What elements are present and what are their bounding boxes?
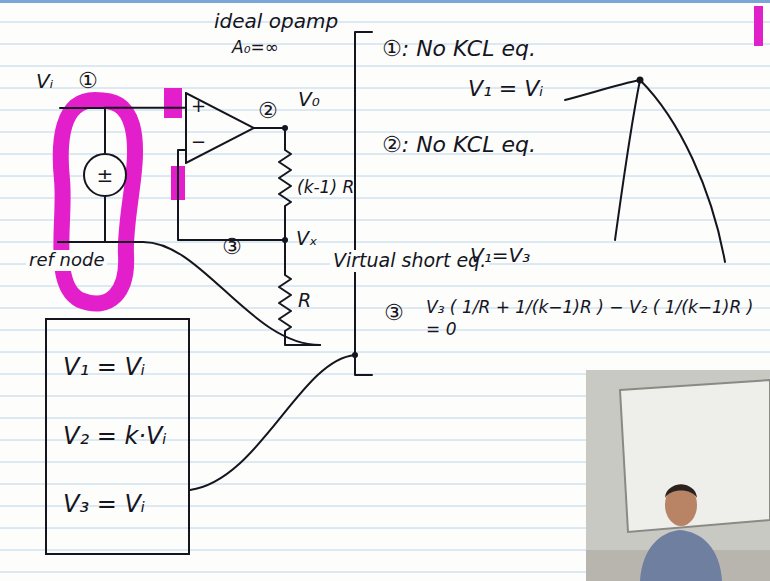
gain-note: A₀=∞ xyxy=(232,38,279,58)
result-equation: V₂ = k·Vᵢ xyxy=(63,423,172,451)
input-sign: + xyxy=(191,96,206,117)
voltage-source: ± xyxy=(83,153,127,197)
wire xyxy=(105,108,185,153)
reference-node-label: ref node xyxy=(26,250,107,271)
node-number: ③ xyxy=(222,234,242,259)
note-text: ②: No KCL eq. xyxy=(382,132,536,157)
resistor-value: (k-1) R xyxy=(297,178,354,198)
source-sign: ± xyxy=(97,164,114,187)
node-number: ① xyxy=(78,68,98,93)
signal-name: V₀ xyxy=(298,88,320,111)
result-equation: V₃ = Vᵢ xyxy=(63,491,172,519)
signal-name: Vₓ xyxy=(296,228,317,250)
equation-text: V₃ ( 1/R + 1/(k−1)R ) − V₂ ( 1/(k−1)R ) … xyxy=(426,296,761,340)
note-text: Virtual short eq. xyxy=(330,250,489,272)
opamp-symbol: +− xyxy=(185,92,255,164)
heading-note: ideal opamp xyxy=(214,10,338,33)
equation-text: V₁=V₃ xyxy=(470,244,530,267)
signal-name: Vᵢ xyxy=(36,70,53,93)
note-text: ①: No KCL eq. xyxy=(382,36,536,61)
node-number: ② xyxy=(258,98,278,123)
video-inset xyxy=(586,370,770,581)
input-sign: − xyxy=(191,132,206,153)
node-number: ③ xyxy=(384,300,404,325)
result-box: V₁ = Vᵢ V₂ = k·Vᵢ V₃ = Vᵢ xyxy=(45,318,190,555)
resistor-value: R xyxy=(298,290,311,312)
equation-text: V₁ = Vᵢ xyxy=(468,76,543,101)
result-equation: V₁ = Vᵢ xyxy=(63,354,172,382)
